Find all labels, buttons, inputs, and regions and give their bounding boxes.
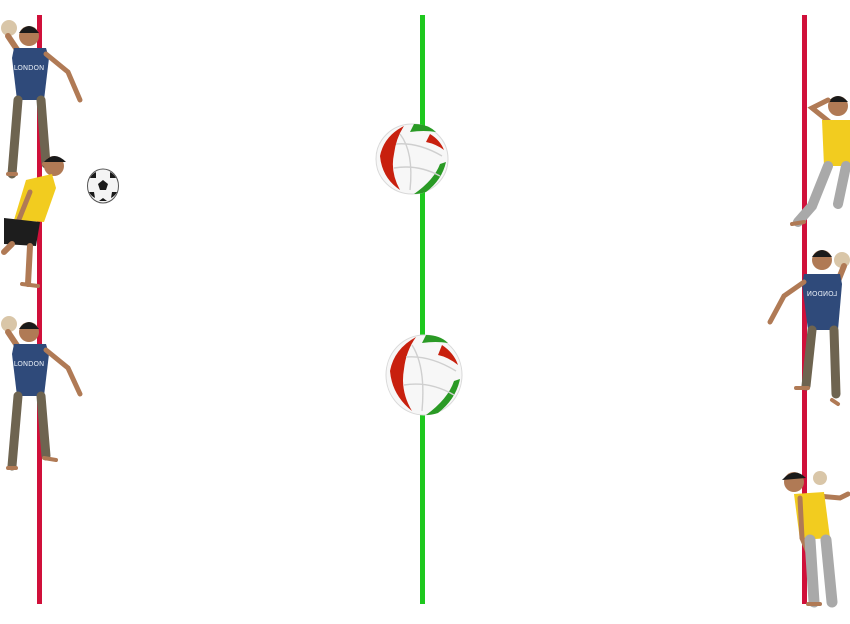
player-figure <box>1 156 66 288</box>
player-figure: LONDON <box>767 250 850 406</box>
player-figure <box>790 96 850 227</box>
volleyball-top[interactable] <box>374 122 450 200</box>
left-boundary-line <box>37 15 42 604</box>
right-boundary-line <box>802 15 807 604</box>
player-right-2[interactable]: LONDON <box>766 244 850 409</box>
shirt-print: LONDON <box>14 360 45 368</box>
player-left-3[interactable]: LONDON <box>0 310 90 475</box>
soccer-ball[interactable] <box>86 168 120 208</box>
center-line <box>420 15 425 604</box>
player-figure <box>782 471 850 608</box>
soccer-ball-icon <box>87 168 119 204</box>
shirt-print: LONDON <box>807 290 838 298</box>
player-left-2[interactable] <box>0 152 90 292</box>
volleyball-bottom[interactable] <box>384 333 464 421</box>
player-right-3[interactable] <box>778 468 850 608</box>
volleyball-icon <box>375 123 449 195</box>
player-right-1[interactable] <box>788 94 850 229</box>
player-figure: LONDON <box>1 316 83 471</box>
shirt-print: LONDON <box>14 64 45 72</box>
volleyball-icon <box>385 334 463 416</box>
